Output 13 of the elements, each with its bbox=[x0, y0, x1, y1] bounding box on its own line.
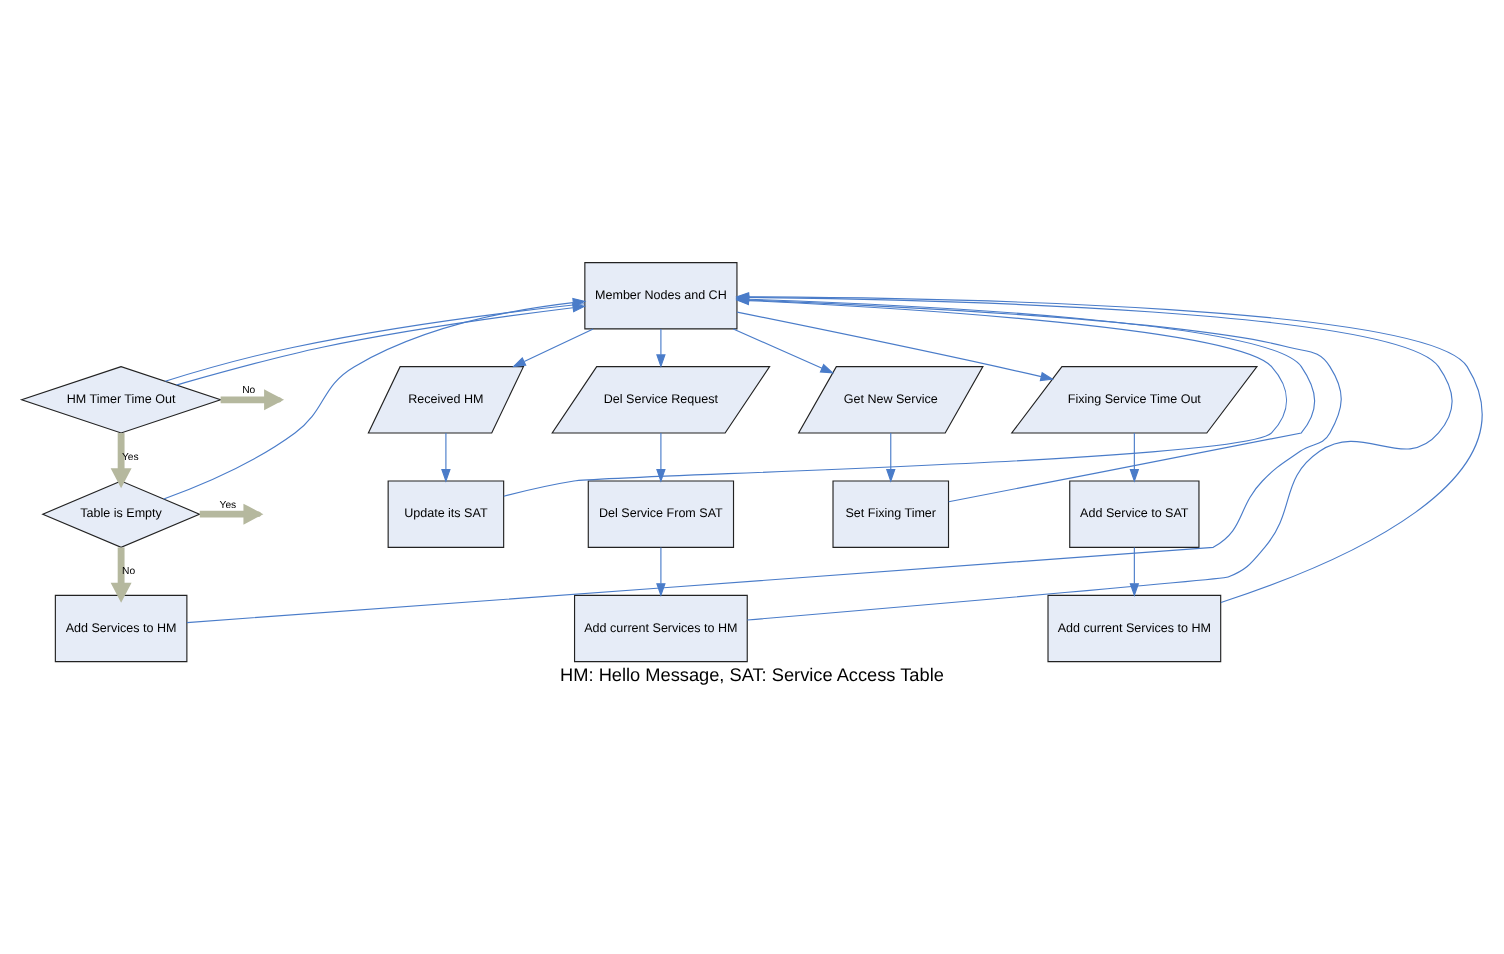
arrow bbox=[732, 328, 835, 374]
arrow bbox=[656, 546, 666, 597]
arrow bbox=[885, 432, 896, 483]
arrow bbox=[110, 547, 132, 603]
arrow bbox=[1129, 546, 1140, 597]
arrow bbox=[736, 311, 1055, 382]
arrow bbox=[441, 432, 451, 483]
caption: HM: Hello Message, SAT: Service Access Table bbox=[560, 664, 944, 685]
arrow bbox=[656, 432, 666, 483]
arrow bbox=[1129, 432, 1140, 483]
arrow bbox=[110, 433, 132, 489]
arrow bbox=[512, 328, 594, 368]
arrow bbox=[656, 328, 666, 369]
